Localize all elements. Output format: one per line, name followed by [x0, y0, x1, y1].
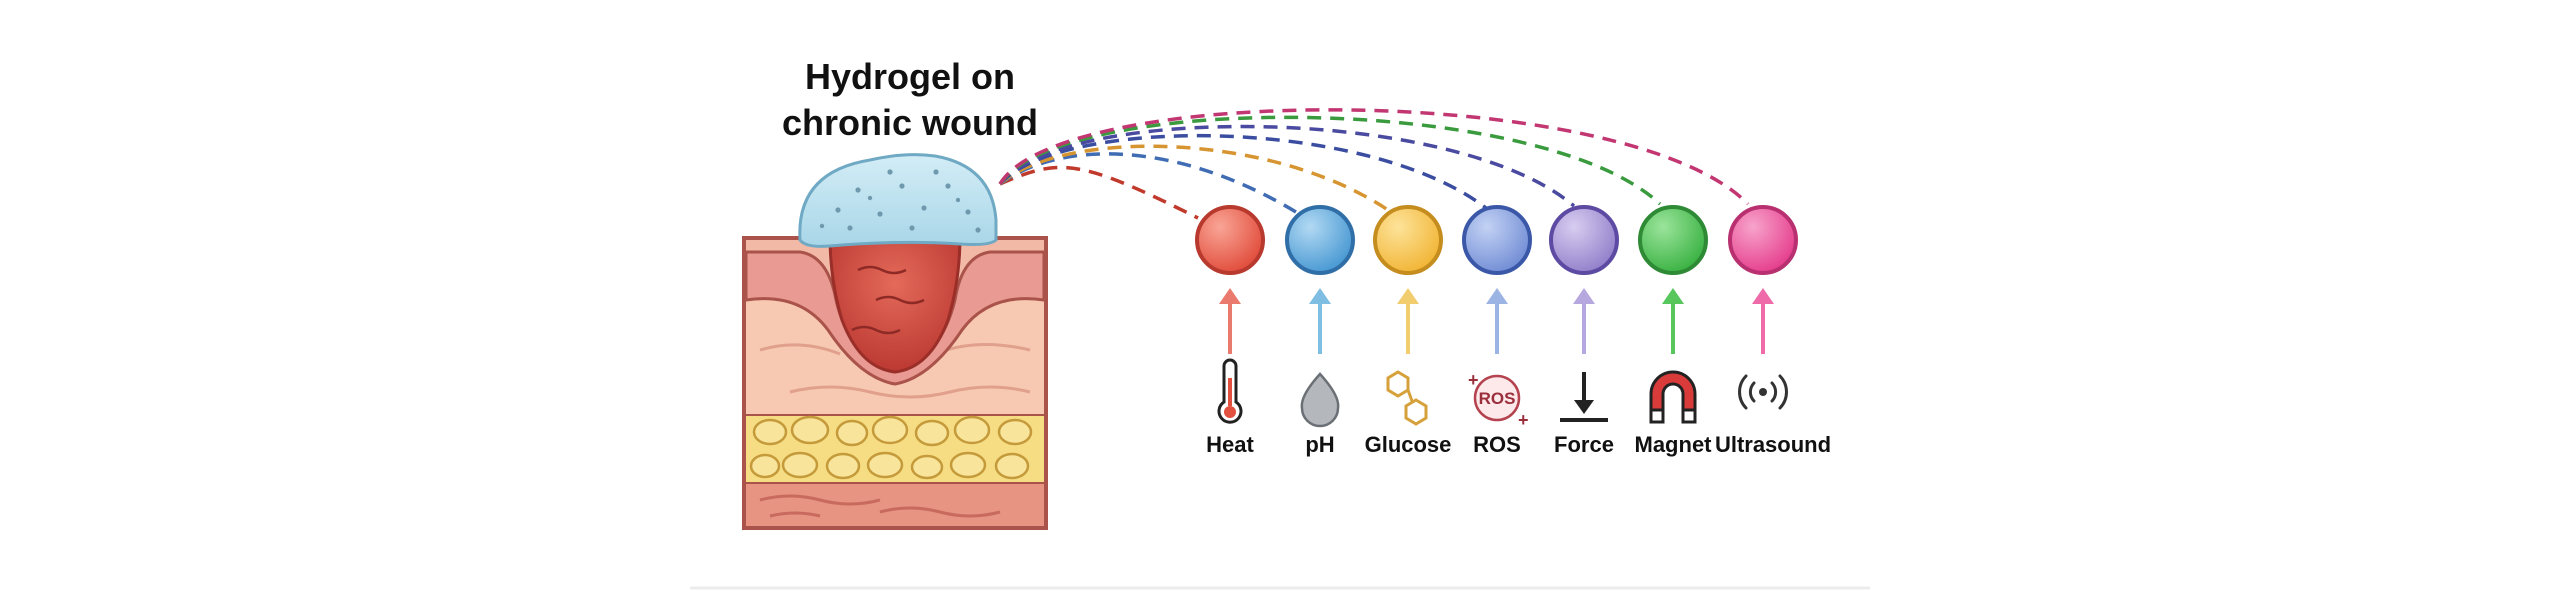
magnet-arrow: [1662, 288, 1684, 354]
ultrasound-arrow: [1752, 288, 1774, 354]
heat-sphere: [1195, 205, 1265, 275]
label-glucose: Glucose: [1364, 432, 1452, 457]
ros-arrow: [1486, 288, 1508, 354]
glucose-sphere: [1373, 205, 1443, 275]
connector-force: [998, 124, 1576, 208]
diagram-title-line-2: chronic wound: [782, 102, 1038, 143]
diagram-title-line-1: Hydrogel on: [804, 56, 1015, 97]
thermometer-icon: [1217, 358, 1243, 424]
connector-magnet: [998, 115, 1662, 206]
muscle-layer: [746, 482, 1044, 526]
connector-heat: [999, 165, 1199, 220]
stimulus-connectors: [998, 108, 1750, 220]
label-ros: ROS: [1473, 432, 1521, 457]
svg-text:+: +: [1468, 370, 1479, 390]
hydrogel-patch: [798, 153, 998, 248]
ultrasound-sphere: [1728, 205, 1798, 275]
ros-icon: ROS + +: [1468, 370, 1529, 430]
ph-sphere: [1285, 205, 1355, 275]
label-ph: pH: [1305, 432, 1335, 457]
svg-text:+: +: [1518, 410, 1529, 430]
fat-cells: [749, 415, 1033, 480]
skin-cross-section: [742, 153, 1048, 530]
ultrasound-wave-icon: [1738, 374, 1788, 410]
force-arrow: [1573, 288, 1595, 354]
magnet-icon: [1649, 370, 1697, 424]
hexagon-molecule-icon: [1386, 370, 1428, 426]
svg-text:ROS: ROS: [1479, 389, 1516, 408]
label-ultrasound: Ultrasound: [1714, 432, 1832, 457]
glucose-arrow: [1397, 288, 1419, 354]
label-heat: Heat: [1206, 432, 1254, 457]
droplet-icon: [1300, 372, 1340, 428]
label-force: Force: [1554, 432, 1614, 457]
force-sphere: [1549, 205, 1619, 275]
stimuli-graphics: ROS + +: [1195, 205, 1798, 430]
wound-bed: [828, 234, 962, 374]
label-magnet: Magnet: [1634, 432, 1712, 457]
ph-arrow: [1309, 288, 1331, 354]
force-arrow-icon: [1560, 372, 1608, 422]
connector-glucose: [998, 144, 1389, 212]
connector-ultrasound: [998, 108, 1750, 206]
connector-ph: [998, 152, 1297, 214]
connector-ros: [998, 133, 1488, 210]
magnet-sphere: [1638, 205, 1708, 275]
heat-arrow: [1219, 288, 1241, 354]
hydrogel-pores: [819, 169, 981, 233]
ros-sphere: [1462, 205, 1532, 275]
